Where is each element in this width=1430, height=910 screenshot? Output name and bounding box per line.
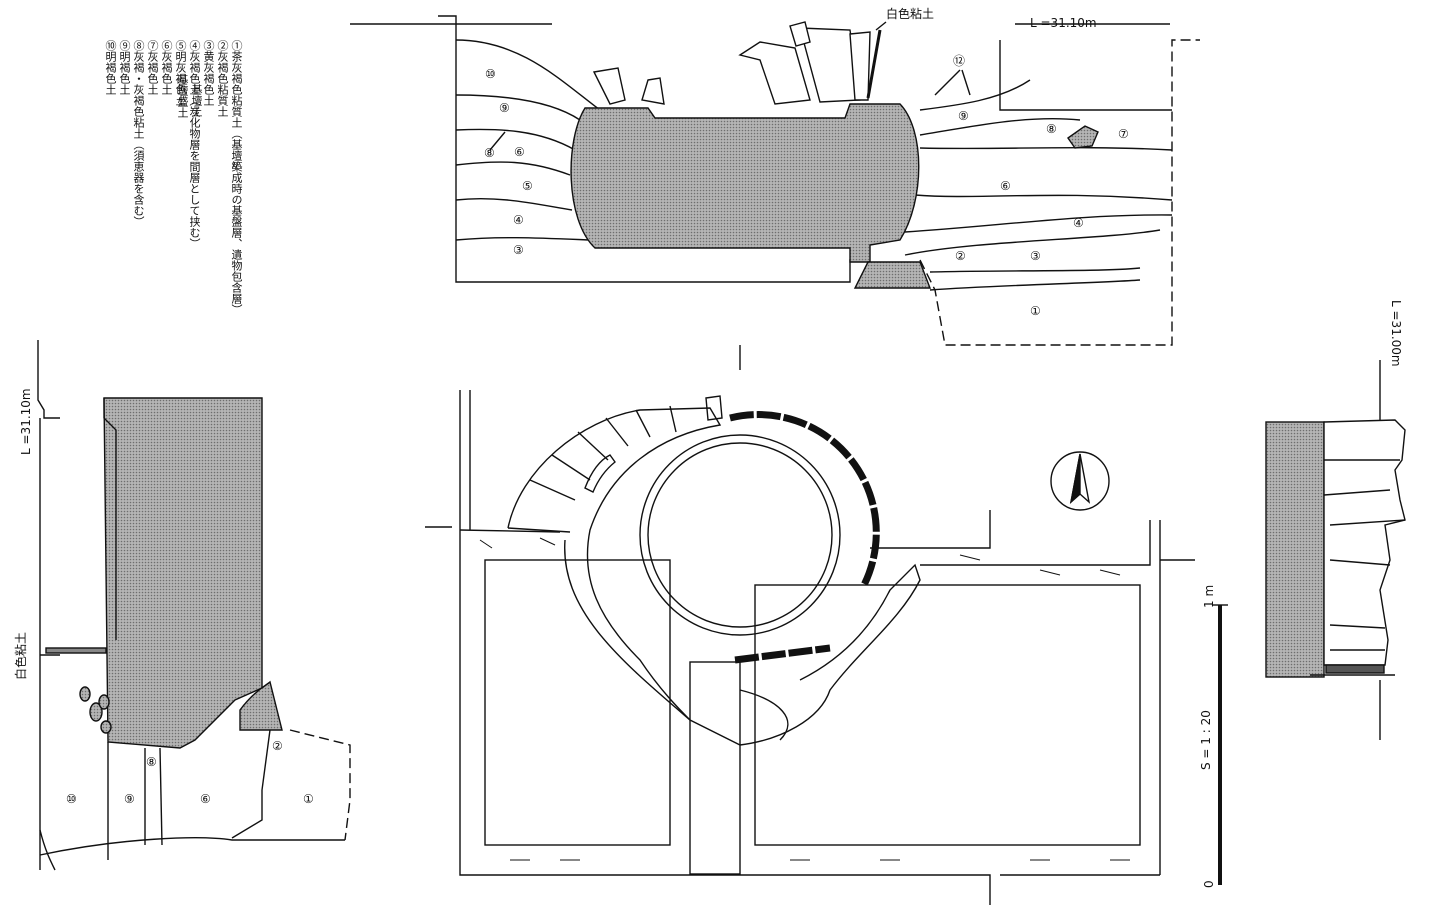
layer-num: ③: [1030, 249, 1041, 263]
layer-num: ②: [272, 739, 283, 753]
legend-item: ③黄灰褐色土: [202, 40, 215, 106]
layer-num: ⑥: [200, 792, 211, 806]
level-label-right: L =31.00m: [1389, 300, 1403, 367]
legend-item: ⑥灰褐色土: [160, 40, 173, 95]
layer-num: ④: [1073, 216, 1084, 230]
layer-num: ⑩: [485, 67, 496, 81]
scale-ratio-label: S = 1 : 20: [1199, 710, 1213, 770]
layer-num: ⑨: [499, 101, 510, 115]
layer-num: ①: [1030, 304, 1041, 318]
layer-num: ⑨: [124, 792, 135, 806]
layer-num: ①: [303, 792, 314, 806]
layer-num: ⑧: [1046, 122, 1057, 136]
legend-item: ⑤明灰褐色土: [174, 40, 187, 106]
layer-num: ⑥: [514, 145, 525, 159]
legend-item: ⑧灰褐・灰褐色粘土（須恵器を含む）: [132, 40, 145, 227]
soil-legend: ①茶灰褐色粘質土（基壇築成時の基盤層、遺物包含層） ②灰褐色粘質土 ③黄灰褐色土…: [104, 40, 243, 340]
layer-num: ⑩: [66, 792, 77, 806]
layer-num: ⑫: [953, 54, 965, 68]
layer-num: ⑨: [958, 109, 969, 123]
legend-item: ⑩明褐色土: [104, 40, 117, 95]
legend-item: ⑦灰褐色土: [146, 40, 159, 95]
layer-num: ⑤: [522, 179, 533, 193]
scale-bar: 1 m 0 S = 1 : 20: [1199, 585, 1228, 888]
level-label-left: L =31.10m: [19, 388, 33, 455]
left-layer-numbers: ⑩ ⑨ ⑧ ⑥ ② ① L =31.10m 白色粘土: [13, 388, 314, 806]
layer-num: ⑧: [484, 146, 495, 160]
top-section: [350, 15, 1200, 370]
layer-num: ⑥: [1000, 179, 1011, 193]
legend-bracket-label: 基壇盛土: [176, 74, 189, 118]
legend-ditto-mark: 〃: [228, 160, 241, 171]
layer-num: ⑦: [1118, 127, 1129, 141]
scale-zero-label: 0: [1202, 880, 1216, 888]
right-section: [1265, 360, 1406, 740]
level-label-top: L =31.10m: [1030, 16, 1097, 30]
layer-num: ④: [513, 213, 524, 227]
layer-num: ②: [955, 249, 966, 263]
layer-num: ⑧: [146, 755, 157, 769]
layer-num: ③: [513, 243, 524, 257]
top-layer-numbers: ⑩ ⑨ ⑧ ⑥ ⑤ ④ ③ ⑨ ⑧ ⑦ ⑥ ④ ② ③ ① ⑫ 白色粘土 L =…: [484, 6, 1129, 318]
white-clay-label-left: 白色粘土: [13, 632, 28, 680]
plan-view: [425, 390, 1195, 905]
legend-item: ①茶灰褐色粘質土（基壇築成時の基盤層、遺物包含層）: [230, 40, 243, 315]
legend-item: ④灰褐色土（炭化物層を間層として挟む）: [188, 40, 201, 249]
legend-bracket-label-2: 基壇土: [190, 84, 203, 117]
white-clay-label: 白色粘土: [886, 6, 934, 21]
legend-item: ⑨明褐色土: [118, 40, 131, 95]
scale-one-label: 1 m: [1202, 585, 1216, 608]
left-section: [37, 340, 351, 871]
legend-item: ②灰褐色粘質土: [216, 40, 229, 117]
